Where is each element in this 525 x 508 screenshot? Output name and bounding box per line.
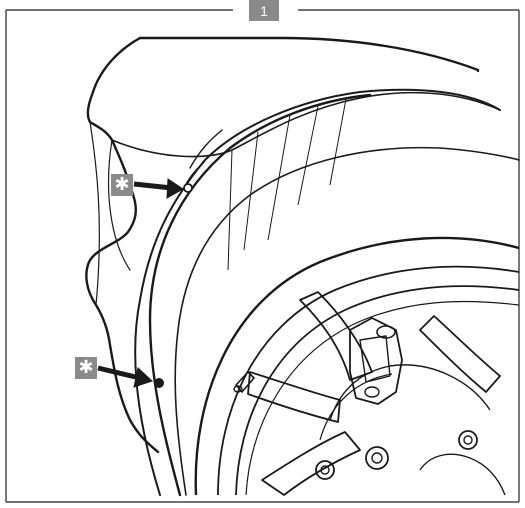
asterisk-icon: ✱	[114, 174, 130, 195]
callout-box-bg-2	[75, 357, 97, 379]
spoke-4	[419, 315, 501, 393]
spoke-2	[247, 371, 341, 423]
wheel	[194, 236, 520, 496]
spoke-1	[299, 291, 373, 381]
lug-nuts	[315, 430, 478, 480]
arrow-icon	[97, 178, 184, 388]
clip-icon	[154, 183, 193, 388]
spoke-3	[261, 431, 361, 496]
step-number-box	[249, 0, 279, 21]
rim-edge	[235, 285, 520, 496]
step-number: 1	[260, 2, 268, 19]
arch-shading	[227, 98, 347, 271]
tire-inner	[217, 265, 520, 496]
tire-outer	[194, 236, 520, 496]
valve-stem	[235, 371, 255, 393]
asterisk-icon: ✱	[78, 357, 94, 378]
fender-panel	[85, 36, 520, 497]
frame-border	[5, 9, 520, 503]
brake-caliper	[349, 317, 403, 405]
callout-box-bg-1	[111, 174, 133, 196]
